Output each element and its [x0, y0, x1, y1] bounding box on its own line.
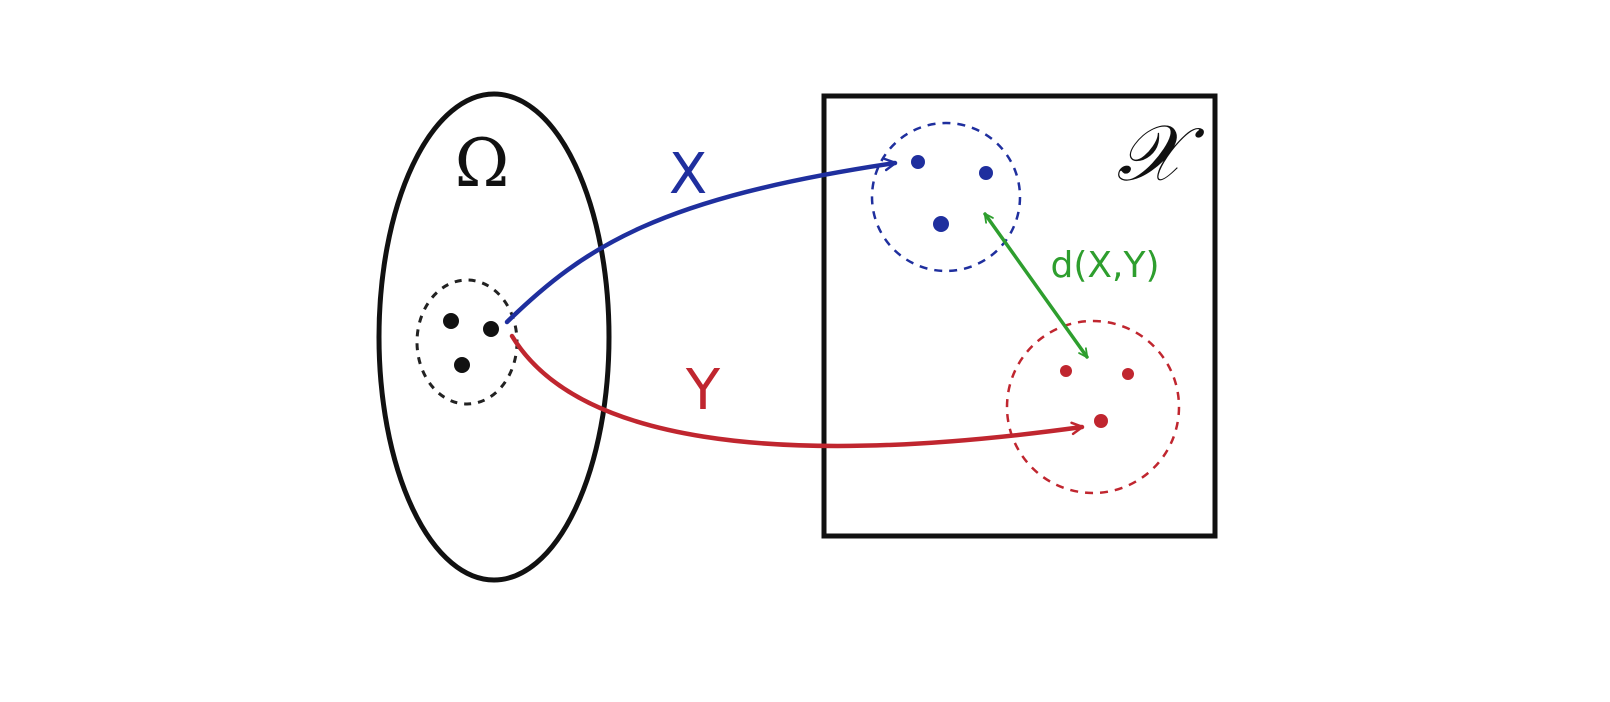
target-space-label: 𝒳 [1116, 109, 1204, 199]
sample-space-label: Ω [455, 125, 510, 202]
y-image-point [1094, 414, 1108, 428]
distance-arrow [983, 212, 1089, 359]
y-image-circle [1005, 319, 1181, 495]
x-image-circle [870, 121, 1022, 273]
map-x-label: X [669, 142, 707, 207]
event-subset-circle [415, 278, 519, 406]
y-image-point [1122, 368, 1134, 380]
distance-label: d(X,Y) [1050, 245, 1159, 286]
target-space-box [821, 93, 1218, 539]
map-x-arrow [504, 157, 898, 325]
y-image-point [1060, 365, 1072, 377]
x-image-point [933, 216, 949, 232]
map-y-arrow [509, 333, 1085, 449]
x-image-point [911, 155, 925, 169]
outcome-point [454, 357, 470, 373]
x-image-point [979, 166, 993, 180]
sample-space-ellipse [376, 91, 612, 583]
map-y-label: Y [685, 358, 721, 423]
outcome-point [443, 313, 459, 329]
outcome-point [483, 321, 499, 337]
